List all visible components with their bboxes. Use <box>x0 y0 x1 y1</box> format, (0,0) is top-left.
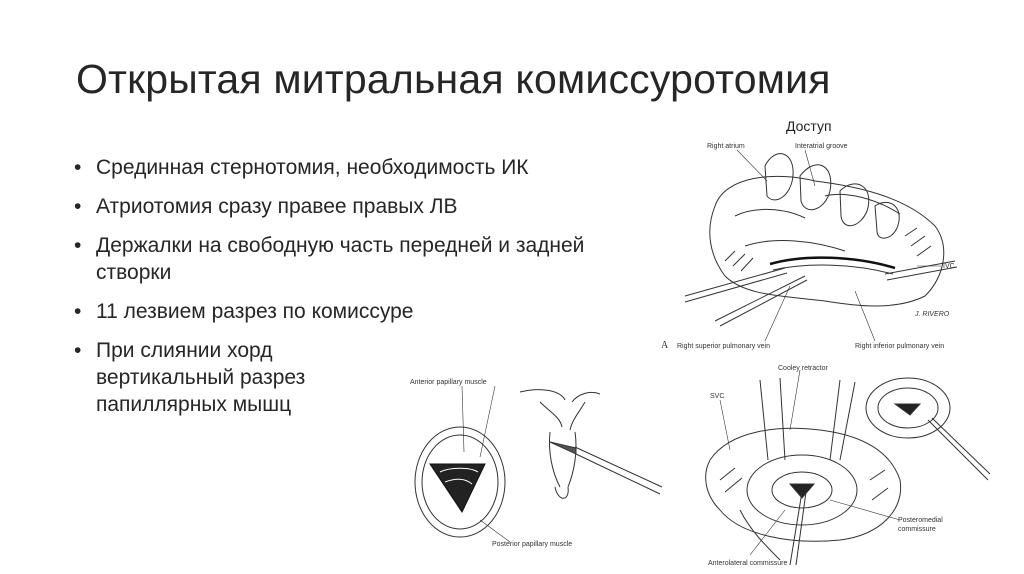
label-ivc: IVC <box>943 263 955 270</box>
label-posteromedial: Posteromedial <box>898 517 943 524</box>
commissurotomy-illustration: Cooley retractor SVC Posteromedial commi… <box>705 365 991 567</box>
bullet-list: Срединная стернотомия, необходимость ИК … <box>72 154 672 430</box>
label-interatrial-groove: Interatrial groove <box>795 143 848 150</box>
surgical-illustration-access: Right atrium Interatrial groove IVC J. R… <box>661 143 958 351</box>
label-right-inferior-pv: Right inferior pulmonary vein <box>855 343 944 350</box>
papillary-muscle-illustration: Anterior papillary muscle Posterior papi… <box>410 379 663 548</box>
label-panel-a: A <box>661 340 669 351</box>
label-posterior-papillary: Posterior papillary muscle <box>492 541 572 548</box>
label-anterolateral: Anterolateral commissure <box>708 560 787 567</box>
label-svc: SVC <box>710 393 724 400</box>
slide-title: Открытая митральная комиссуротомия <box>76 56 831 102</box>
label-commissure: commissure <box>898 526 936 533</box>
bullet-item: Срединная стернотомия, необходимость ИК <box>72 154 672 181</box>
label-right-superior-pv: Right superior pulmonary vein <box>677 343 770 350</box>
label-cooley-retractor: Cooley retractor <box>778 365 828 372</box>
figure-caption: Доступ <box>786 118 832 134</box>
bullet-item: 11 лезвием разрез по комиссуре <box>72 298 672 325</box>
bullet-item: Атриотомия сразу правее правых ЛВ <box>72 193 672 220</box>
label-anterior-papillary: Anterior papillary muscle <box>410 379 487 386</box>
bullet-item: При слиянии хорд вертикальный разрез пап… <box>72 337 376 418</box>
artist-signature: J. RIVERO <box>914 311 950 318</box>
label-right-atrium: Right atrium <box>707 143 745 150</box>
bullet-item: Держалки на свободную часть передней и з… <box>72 232 656 286</box>
